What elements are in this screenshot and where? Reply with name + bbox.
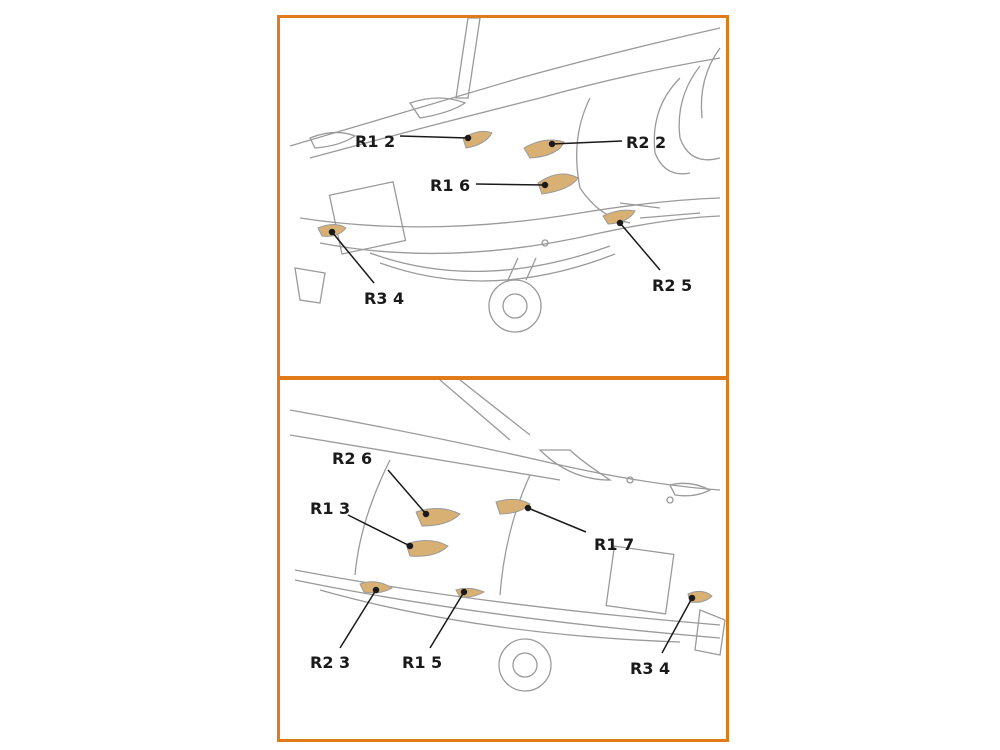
- vent-outline: [309, 131, 357, 149]
- leader-r1-3: [347, 514, 411, 547]
- vent-outline: [669, 482, 712, 497]
- access-panel: [605, 545, 675, 615]
- engine-ring-2: [653, 77, 691, 175]
- rivet-marker: [541, 239, 549, 247]
- fuselage-upper-line: [289, 409, 721, 491]
- leader-dot-r1-2: [464, 134, 472, 142]
- top-aircraft-drawing: R1 2 R2 2 R1 6 R3 4 R2 5: [289, 18, 721, 333]
- strut-line: [455, 18, 481, 99]
- wheel-hub: [502, 293, 528, 319]
- fuselage-mid-line: [309, 57, 721, 159]
- label-r2-2: R2 2: [626, 133, 666, 152]
- keel-line: [369, 245, 611, 272]
- belly-lower-line: [319, 215, 721, 255]
- front-gear-door: [294, 267, 326, 304]
- leader-dot-r1-5: [460, 588, 468, 596]
- mask-r2-2: [523, 139, 565, 159]
- engine-ring-2: [499, 474, 531, 596]
- leader-dot-r1-3: [406, 542, 414, 550]
- leader-r3-4: [661, 597, 693, 654]
- belly-line: [299, 197, 721, 228]
- leader-r2-5: [619, 222, 661, 271]
- leader-dot-r2-3: [372, 586, 380, 594]
- label-r2-6: R2 6: [332, 449, 372, 468]
- top-view-panel: R1 2 R2 2 R1 6 R3 4 R2 5: [277, 15, 729, 379]
- mask-r1-7: [495, 498, 531, 515]
- intake-outline: [538, 449, 613, 481]
- wheel-outer: [498, 638, 552, 692]
- mask-r1-5: [455, 587, 486, 598]
- rivet-marker-2: [666, 496, 674, 504]
- label-r1-6: R1 6: [430, 176, 470, 195]
- leader-dot-r3-4: [328, 228, 336, 236]
- leader-r1-6: [475, 183, 546, 186]
- leader-dot-r1-7: [524, 504, 532, 512]
- mask-r1-6: [537, 173, 579, 195]
- wheel-hub: [512, 652, 538, 678]
- keel-line-2: [379, 253, 616, 282]
- panel-lines: [619, 202, 701, 219]
- gear-leg: [507, 257, 537, 281]
- leader-r3-4: [331, 231, 375, 284]
- leader-r1-2: [399, 135, 469, 139]
- leader-r2-6: [387, 469, 427, 515]
- leader-r2-3: [339, 589, 377, 649]
- label-r1-7: R1 7: [594, 535, 634, 554]
- wing-root-lines: [439, 380, 531, 441]
- leader-dot-r3-4: [688, 594, 696, 602]
- mask-r2-5: [602, 209, 636, 225]
- engine-ring-4: [700, 47, 721, 119]
- intake-outline: [408, 97, 467, 119]
- rivet-marker: [626, 476, 634, 484]
- leader-r1-7: [527, 507, 587, 533]
- label-r2-3: R2 3: [310, 653, 350, 672]
- leader-dot-r2-2: [548, 140, 556, 148]
- bottom-view-panel: R2 6 R1 3 R1 7 R2 3 R1 5 R3 4: [277, 377, 729, 742]
- mask-r1-3: [405, 540, 449, 557]
- label-r1-2: R1 2: [355, 132, 395, 151]
- leader-r2-2: [551, 140, 623, 145]
- leader-r1-5: [429, 591, 465, 649]
- engine-ring-3: [678, 65, 721, 161]
- engine-ring-1: [576, 97, 631, 224]
- leader-dot-r2-5: [616, 219, 624, 227]
- label-r1-3: R1 3: [310, 499, 350, 518]
- wheel-outer: [488, 279, 542, 333]
- belly-line: [294, 569, 721, 626]
- engine-ring-1: [354, 459, 391, 576]
- bottom-aircraft-drawing: R2 6 R1 3 R1 7 R2 3 R1 5 R3 4: [289, 380, 726, 692]
- label-r2-5: R2 5: [652, 276, 692, 295]
- belly-lower-line: [294, 579, 721, 639]
- front-gear-door: [694, 609, 726, 656]
- fuselage-upper-line: [289, 27, 721, 147]
- label-r3-4: R3 4: [630, 659, 670, 678]
- label-r3-4: R3 4: [364, 289, 404, 308]
- mask-r1-2: [462, 130, 493, 149]
- keel-line: [319, 589, 681, 643]
- leader-dot-r2-6: [422, 510, 430, 518]
- label-r1-5: R1 5: [402, 653, 442, 672]
- leader-dot-r1-6: [541, 181, 549, 189]
- fuselage-mid-line: [289, 434, 561, 481]
